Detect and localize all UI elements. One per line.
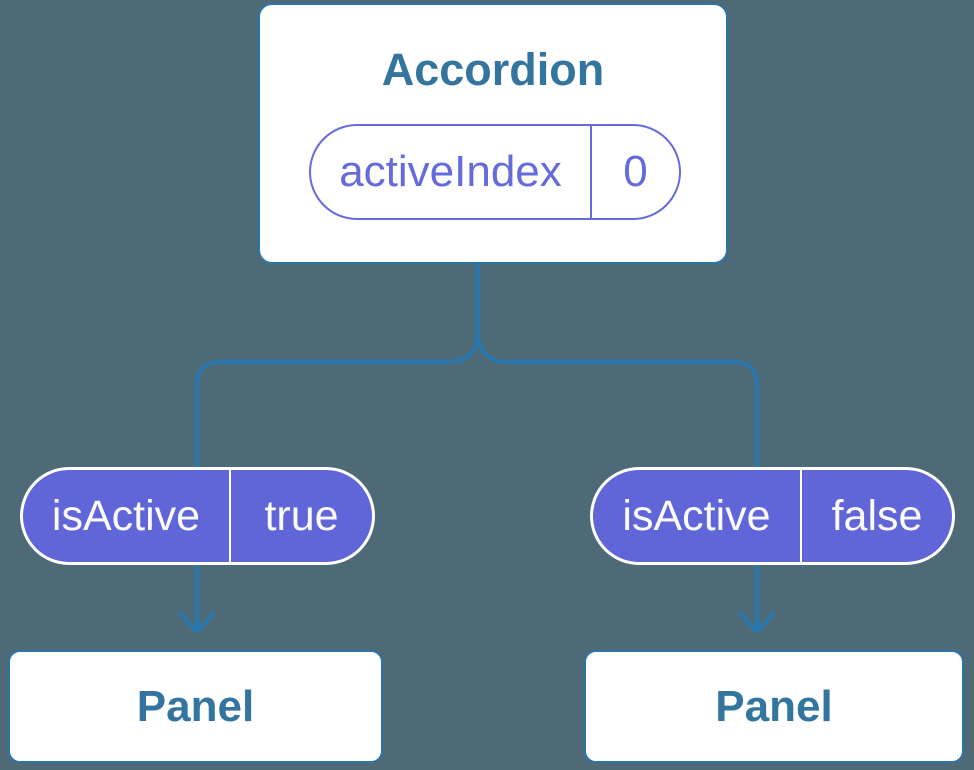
- prop-pill-is-active-false: isActive false: [590, 467, 955, 565]
- state-value-label: 0: [623, 147, 648, 196]
- accordion-title: Accordion: [381, 44, 605, 95]
- connector-right-branch: [475, 260, 760, 632]
- prop-value-label: true: [264, 491, 339, 540]
- arrow-down-icon-left: [178, 611, 216, 635]
- panel-title: Panel: [136, 681, 255, 731]
- prop-name-label: isActive: [23, 470, 231, 562]
- prop-value-label: false: [831, 491, 923, 540]
- state-pill: activeIndex 0: [309, 124, 681, 220]
- panel-card-left: Panel: [8, 650, 383, 763]
- panel-title: Panel: [715, 681, 833, 731]
- accordion-card: Accordion activeIndex 0: [258, 3, 728, 264]
- state-name-label: activeIndex: [311, 126, 592, 218]
- connector-left-branch: [194, 260, 481, 632]
- panel-card-right: Panel: [584, 650, 964, 763]
- prop-pill-is-active-true: isActive true: [20, 467, 375, 565]
- prop-name-label: isActive: [593, 470, 802, 562]
- arrow-down-icon-right: [738, 611, 776, 635]
